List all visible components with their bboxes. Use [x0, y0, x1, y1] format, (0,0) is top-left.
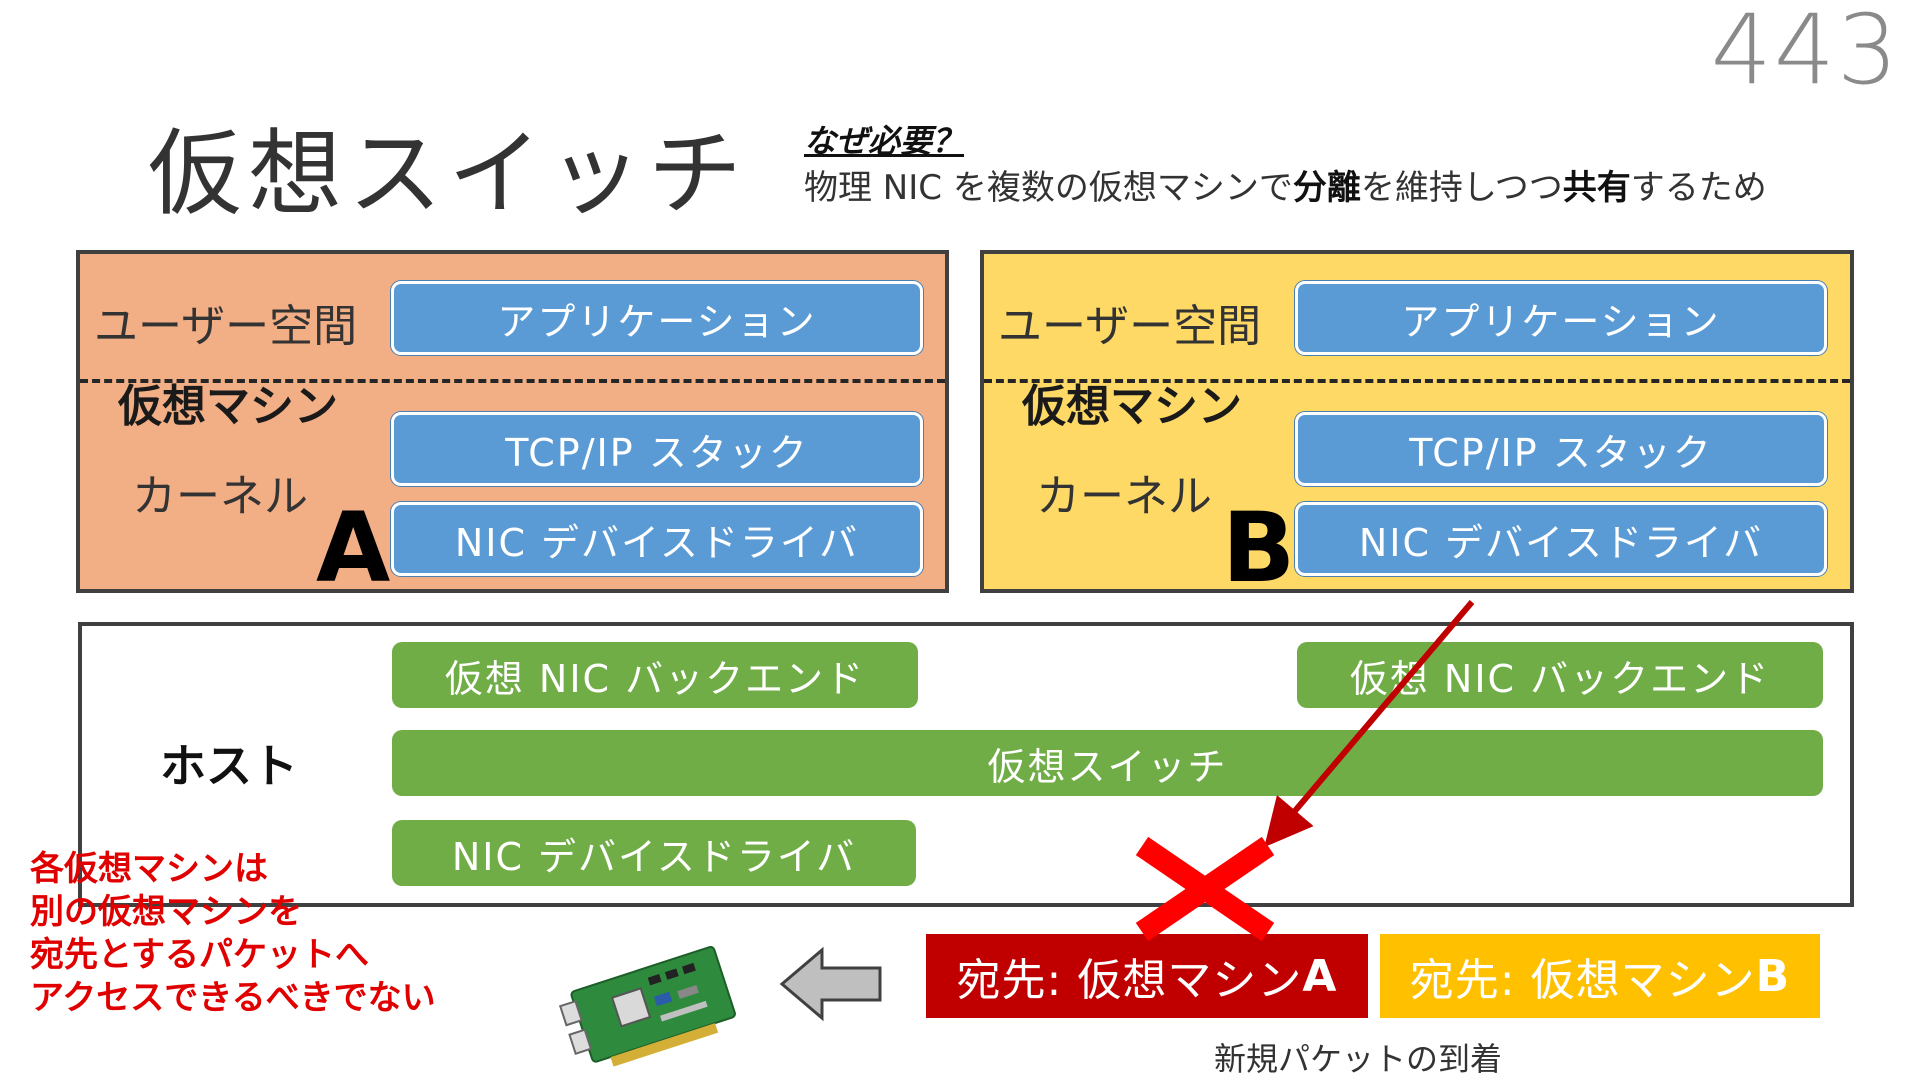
arrival-label: 新規パケットの到着 — [1214, 1040, 1503, 1078]
vm-b-user-space-label: ユーザー空間 — [998, 301, 1262, 352]
vm-a-nic-driver: NIC デバイスドライバ — [391, 502, 923, 576]
isolation-note: 各仮想マシンは 別の仮想マシンを 宛先とするパケットへ アクセスできるべきでない — [30, 848, 436, 1020]
vm-b-kernel-label: カーネル — [1036, 471, 1212, 522]
note-line: 宛先とするパケットへ — [30, 935, 369, 975]
host-nic-driver: NIC デバイスドライバ — [392, 820, 916, 886]
why-text-2: を維持しつつ — [1360, 168, 1563, 208]
vm-b-label: 仮想マシン — [1022, 381, 1242, 432]
packet-b-prefix: 宛先: 仮想マシン — [1409, 955, 1756, 1006]
left-arrow-icon — [779, 946, 882, 1022]
why-bold-2: 共有 — [1562, 168, 1631, 208]
vm-a-letter: A — [316, 492, 391, 604]
why-text: 物理 NIC を複数の仮想マシンで分離を維持しつつ共有するため — [804, 160, 1767, 209]
slide-number: 443 — [1710, 0, 1900, 106]
note-line: アクセスできるべきでない — [30, 978, 436, 1018]
vm-a-tcpip-stack: TCP/IP スタック — [391, 412, 923, 486]
vm-a-kernel-label: カーネル — [132, 471, 308, 522]
why-bold-1: 分離 — [1292, 168, 1361, 208]
packet-a-letter: A — [1302, 950, 1338, 1002]
vm-b-divider — [984, 379, 1850, 383]
host-label: ホスト — [160, 739, 298, 793]
vm-b-application: アプリケーション — [1295, 281, 1827, 355]
vm-b-letter: B — [1222, 492, 1296, 604]
vm-a-label: 仮想マシン — [118, 381, 338, 432]
page-title: 仮想スイッチ — [148, 120, 749, 229]
why-text-1: 物理 NIC を複数の仮想マシンで — [804, 168, 1293, 208]
nic-card-icon — [558, 946, 736, 1067]
vm-a-user-space-label: ユーザー空間 — [94, 301, 358, 352]
vm-b-tcpip-stack: TCP/IP スタック — [1295, 412, 1827, 486]
why-heading: なぜ必要？ — [804, 122, 965, 160]
host-vnic-backend-a: 仮想 NIC バックエンド — [392, 642, 918, 708]
why-text-3: するため — [1630, 168, 1767, 208]
vm-a-application: アプリケーション — [391, 281, 923, 355]
vm-a-divider — [80, 379, 945, 383]
host-virtual-switch: 仮想スイッチ — [392, 730, 1823, 796]
vm-b-nic-driver: NIC デバイスドライバ — [1295, 502, 1827, 576]
note-line: 別の仮想マシンを — [30, 892, 302, 932]
note-line: 各仮想マシンは — [30, 849, 268, 889]
packet-b-letter: B — [1755, 950, 1791, 1002]
host-vnic-backend-b: 仮想 NIC バックエンド — [1297, 642, 1823, 708]
packet-a-prefix: 宛先: 仮想マシン — [956, 955, 1303, 1006]
